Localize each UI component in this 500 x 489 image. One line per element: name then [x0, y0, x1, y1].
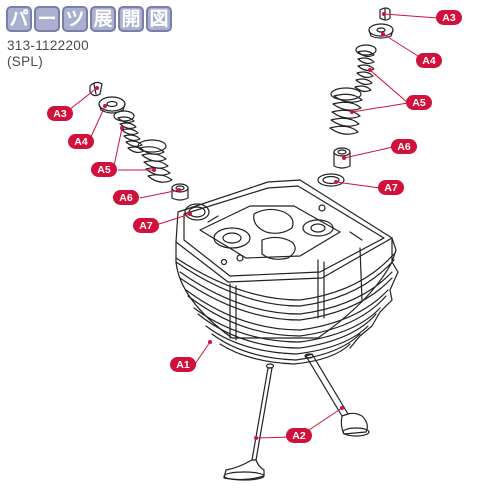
callout-badge-a4-right[interactable]: A4 [416, 53, 442, 68]
callout-label-a3: A3 [53, 108, 67, 120]
callout-badge-a7-right[interactable]: A7 [378, 180, 404, 195]
callout-dots [95, 12, 386, 440]
callout-label-a7: A7 [139, 220, 153, 232]
callout-leaders [68, 13, 439, 439]
callout-badge-a4-left[interactable]: A4 [68, 134, 94, 149]
callout-badge-a6-right[interactable]: A6 [391, 139, 417, 154]
title-char: 展 [90, 6, 116, 32]
callout-label-a5: A5 [412, 97, 426, 109]
part-number: 313-1122200 [7, 38, 89, 53]
valve-intake [223, 363, 275, 481]
callout-label-a7: A7 [384, 182, 398, 194]
callout-label-a4: A4 [74, 136, 88, 148]
part-number-block: 313-1122200 (SPL) [7, 38, 89, 70]
callout-badge-a5-right[interactable]: A5 [406, 95, 432, 110]
callout-label-a6: A6 [119, 192, 133, 204]
callout-badge-a1[interactable]: A1 [170, 357, 196, 372]
title-char: 図 [146, 6, 172, 32]
valve-exhaust [304, 353, 370, 437]
callout-label-a1: A1 [176, 359, 190, 371]
page-title: パ ー ツ 展 開 図 [6, 6, 172, 32]
title-char: 開 [118, 6, 144, 32]
callout-label-a6: A6 [397, 141, 411, 153]
title-char: パ [6, 6, 32, 32]
title-char: ー [34, 6, 60, 32]
right-valve-stack [317, 7, 394, 187]
left-valve-stack [89, 81, 210, 221]
callout-badge-a2[interactable]: A2 [286, 428, 312, 443]
callout-label-a4: A4 [422, 55, 436, 67]
variant-label: (SPL) [7, 54, 44, 69]
callout-badge-a3-right[interactable]: A3 [436, 10, 462, 25]
title-char: ツ [62, 6, 88, 32]
callout-badge-a6-left[interactable]: A6 [113, 190, 139, 205]
callout-label-a2: A2 [292, 430, 306, 442]
callout-label-a3: A3 [442, 12, 456, 24]
callout-badge-a3-left[interactable]: A3 [47, 106, 73, 121]
callout-badge-a7-left[interactable]: A7 [133, 218, 159, 233]
cylinder-head [175, 179, 399, 365]
callout-label-a5: A5 [97, 164, 111, 176]
callout-badge-a5-left[interactable]: A5 [91, 162, 117, 177]
